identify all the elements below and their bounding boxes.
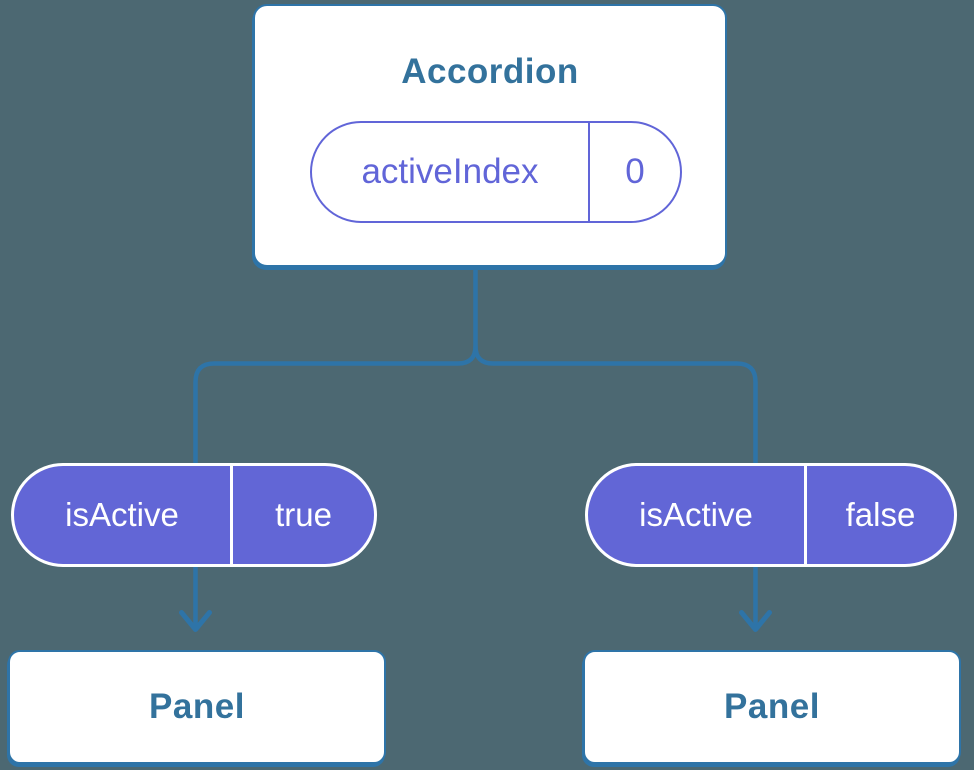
right-branch-line <box>473 345 758 626</box>
prop-pill-right: isActive false <box>585 463 957 567</box>
state-name: activeIndex <box>312 123 590 221</box>
prop-value: false <box>845 496 916 533</box>
prop-value: true <box>275 496 332 533</box>
trunk-left-branch-line <box>193 266 478 626</box>
arrow-down-icon <box>179 610 212 632</box>
state-pill: activeIndex 0 <box>310 121 682 223</box>
accordion-component-node: Accordion activeIndex 0 <box>253 4 727 267</box>
component-title: Panel <box>149 687 245 726</box>
state-value: 0 <box>625 152 645 191</box>
prop-name: isActive <box>588 466 807 564</box>
component-title: Accordion <box>401 52 579 91</box>
component-title: Panel <box>724 687 820 726</box>
arrow-down-icon <box>739 610 772 632</box>
prop-name: isActive <box>14 466 233 564</box>
panel-component-node: Panel <box>8 650 386 764</box>
prop-pill-left: isActive true <box>11 463 377 567</box>
panel-component-node: Panel <box>583 650 961 764</box>
